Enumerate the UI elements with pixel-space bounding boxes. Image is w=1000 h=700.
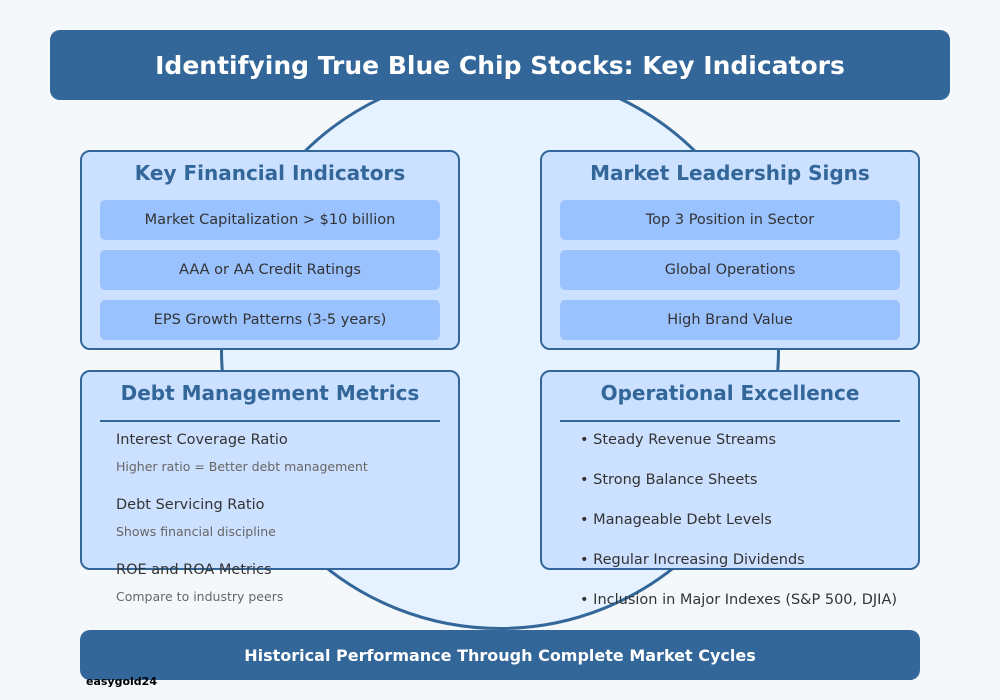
page-title: Identifying True Blue Chip Stocks: Key I…	[50, 30, 950, 100]
watermark: easygold24	[86, 675, 157, 688]
metric-note: Compare to industry peers	[116, 589, 284, 604]
card-market-leadership-signs: Market Leadership Signs Top 3 Position i…	[540, 150, 920, 350]
divider	[560, 420, 900, 422]
indicator-pill: Market Capitalization > $10 billion	[100, 200, 440, 240]
card-heading: Key Financial Indicators	[134, 161, 406, 185]
metric-note: Higher ratio = Better debt management	[116, 459, 368, 474]
bullet-item: • Regular Increasing Dividends	[580, 552, 805, 568]
bullet-item: • Strong Balance Sheets	[580, 472, 758, 488]
bullet-item: • Manageable Debt Levels	[580, 512, 772, 528]
card-key-financial-indicators: Key Financial Indicators Market Capitali…	[80, 150, 460, 350]
metric-note: Shows financial discipline	[116, 524, 276, 539]
bullet-item: • Inclusion in Major Indexes (S&P 500, D…	[580, 592, 898, 608]
divider	[100, 420, 440, 422]
metric-label: Interest Coverage Ratio	[116, 432, 288, 448]
bullet-item: • Steady Revenue Streams	[580, 432, 777, 448]
metric-label: Debt Servicing Ratio	[116, 497, 265, 513]
indicator-pill: AAA or AA Credit Ratings	[100, 250, 440, 290]
indicator-pill: High Brand Value	[560, 300, 900, 340]
card-operational-excellence: Operational Excellence • Steady Revenue …	[540, 370, 920, 608]
card-debt-management-metrics: Debt Management Metrics Interest Coverag…	[80, 370, 460, 604]
indicator-pill: Top 3 Position in Sector	[560, 200, 900, 240]
footer-banner: Historical Performance Through Complete …	[80, 630, 920, 680]
card-heading: Debt Management Metrics	[120, 381, 420, 405]
indicator-pill: EPS Growth Patterns (3-5 years)	[100, 300, 440, 340]
indicator-pill: Global Operations	[560, 250, 900, 290]
metric-label: ROE and ROA Metrics	[116, 562, 272, 578]
card-heading: Market Leadership Signs	[590, 161, 870, 185]
card-heading: Operational Excellence	[600, 381, 860, 405]
